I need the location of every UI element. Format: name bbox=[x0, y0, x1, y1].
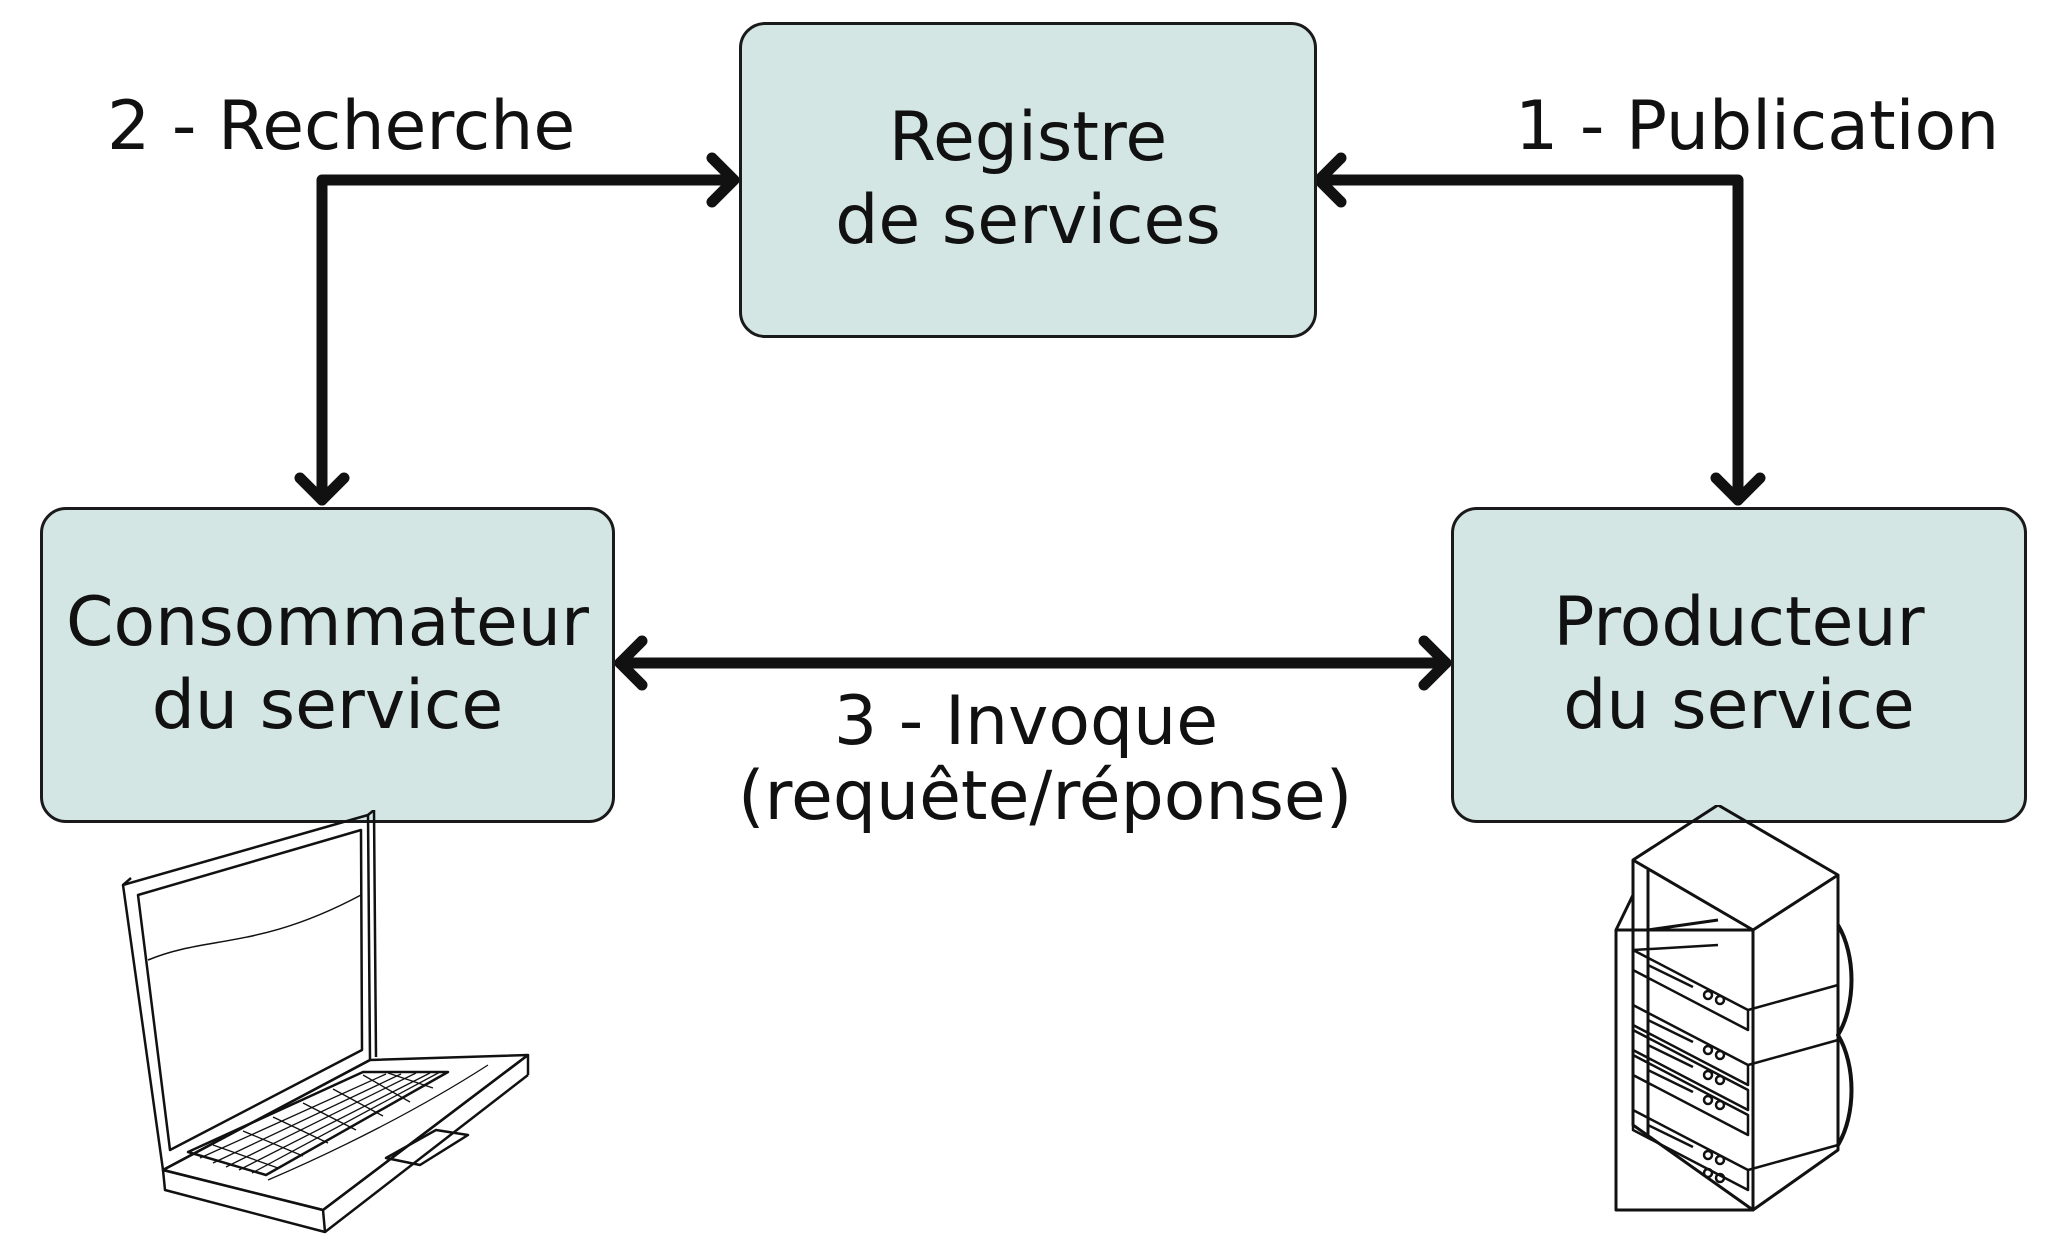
invoke-edge-label-line2: (requête/réponse) bbox=[738, 756, 1353, 836]
publish-edge-label: 1 - Publication bbox=[1515, 87, 2000, 166]
search-arrowhead-consumer bbox=[294, 472, 350, 506]
registry-label-line2: de services bbox=[835, 181, 1221, 260]
invoke-arrowhead-consumer bbox=[614, 635, 648, 691]
consumer-label-line2: du service bbox=[151, 666, 504, 745]
laptop-icon bbox=[121, 810, 530, 1234]
registry-label-line1: Registre bbox=[888, 98, 1168, 178]
invoke-arrowhead-producer bbox=[1418, 635, 1452, 691]
producer-label-line2: du service bbox=[1563, 666, 1915, 745]
producer-label-line1: Producteur bbox=[1553, 583, 1925, 663]
publish-arrowhead-registry bbox=[1313, 152, 1347, 208]
server-rack-icon bbox=[1614, 805, 1854, 1212]
registry-node: Registre de services bbox=[739, 22, 1317, 338]
search-arrowhead-registry bbox=[706, 152, 740, 208]
search-connector bbox=[316, 174, 736, 506]
invoke-edge-label: 3 - Invoque (requête/réponse) bbox=[738, 682, 1353, 836]
publish-connector bbox=[1317, 174, 1744, 506]
search-edge-label: 2 - Recherche bbox=[107, 87, 576, 166]
publish-arrowhead-producer bbox=[1710, 472, 1766, 506]
producer-node: Producteur du service bbox=[1451, 507, 2027, 823]
consumer-label-line1: Consommateur bbox=[66, 583, 589, 663]
invoke-edge-label-line1: 3 - Invoque bbox=[833, 682, 1219, 761]
consumer-node: Consommateur du service bbox=[40, 507, 615, 823]
